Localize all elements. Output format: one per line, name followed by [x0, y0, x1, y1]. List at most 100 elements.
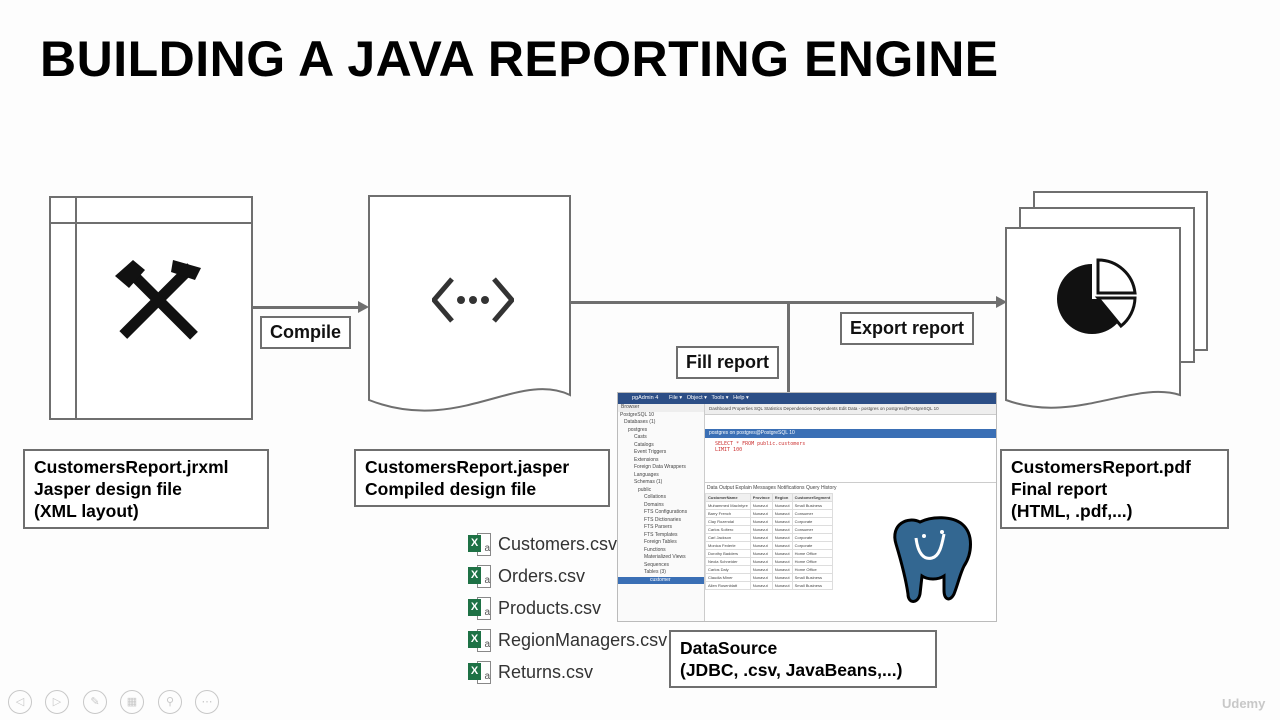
- pdf-formats: (HTML, .pdf,...): [1011, 501, 1133, 521]
- tree-item[interactable]: FTS Dictionaries: [644, 516, 681, 523]
- next-slide-icon[interactable]: ▷: [45, 690, 69, 714]
- tree-item[interactable]: FTS Parsers: [644, 524, 673, 530]
- tree-item[interactable]: Event Triggers: [634, 449, 667, 455]
- tree-item[interactable]: Catalogs: [634, 441, 654, 448]
- tree-item[interactable]: FTS Configurations: [644, 509, 688, 515]
- table-cell: Small Business: [791, 581, 834, 590]
- pgadmin-screenshot: pgAdmin 4 File ▾ Object ▾ Tools ▾ Help ▾…: [617, 392, 997, 622]
- table-cell: Small Business: [791, 573, 834, 582]
- table-cell: Nunavut: [749, 565, 773, 574]
- table-cell: Corporate: [791, 541, 834, 550]
- tree-item[interactable]: Collations: [644, 494, 666, 500]
- table-cell: Nunavut: [749, 581, 773, 590]
- table-cell: Dorothy Badders: [705, 549, 751, 558]
- table-cell: Nunavut: [771, 501, 793, 510]
- table-cell: Nunavut: [771, 541, 793, 550]
- table-cell: Nunavut: [771, 533, 793, 542]
- table-cell: Claudia Miner: [705, 573, 751, 582]
- column-header[interactable]: Region: [771, 493, 793, 502]
- zoom-icon[interactable]: ⚲: [158, 690, 182, 714]
- tree-item[interactable]: customer: [618, 576, 704, 584]
- table-cell: Home Office: [791, 557, 834, 566]
- table-cell: Neola Schneider: [705, 557, 751, 566]
- export-arrow-line: [570, 301, 998, 304]
- jrxml-format: (XML layout): [34, 501, 139, 521]
- tree-item[interactable]: Domains: [644, 501, 664, 508]
- jasper-filename: CustomersReport.jasper: [365, 457, 570, 477]
- table-cell: Nunavut: [749, 501, 773, 510]
- tree-item[interactable]: Languages: [634, 471, 659, 478]
- pgadmin-query-title: postgres on postgres@PostgreSQL 10: [705, 429, 996, 438]
- column-header[interactable]: CustomerName: [705, 493, 751, 502]
- column-header[interactable]: Province: [749, 493, 773, 502]
- pdf-filename: CustomersReport.pdf: [1011, 457, 1191, 477]
- previous-slide-icon[interactable]: ◁: [8, 690, 32, 714]
- jrxml-filename: CustomersReport.jrxml: [34, 457, 229, 477]
- table-cell: Nunavut: [771, 509, 793, 518]
- tree-item[interactable]: Schemas (1): [634, 479, 663, 485]
- more-options-icon[interactable]: ⋯: [195, 690, 219, 714]
- tree-item[interactable]: Extensions: [634, 456, 659, 463]
- slides-grid-icon[interactable]: ▦: [120, 690, 144, 714]
- tree-item[interactable]: Foreign Data Wrappers: [634, 464, 686, 470]
- jrxml-caption: CustomersReport.jrxml Jasper design file…: [23, 449, 269, 529]
- tree-item[interactable]: Foreign Tables: [644, 539, 677, 545]
- table-cell: Small Business: [791, 501, 834, 510]
- tree-item[interactable]: Functions: [644, 546, 666, 553]
- pie-chart-icon: [1057, 258, 1137, 334]
- table-cell: Nunavut: [749, 549, 773, 558]
- column-header[interactable]: CustomerSegment: [791, 493, 834, 502]
- datasource-caption: DataSource (JDBC, .csv, JavaBeans,...): [669, 630, 937, 688]
- tree-item[interactable]: postgres: [628, 426, 648, 433]
- tree-item[interactable]: Tables (3): [644, 569, 666, 575]
- table-cell: Carlos Daly: [705, 565, 751, 574]
- table-cell: Nunavut: [771, 557, 793, 566]
- table-cell: Carl Jackson: [705, 533, 751, 542]
- table-cell: Nunavut: [771, 525, 793, 534]
- compile-arrow-line: [249, 306, 361, 309]
- datasource-title: DataSource: [680, 638, 778, 658]
- jasper-caption: CustomersReport.jasper Compiled design f…: [354, 449, 610, 507]
- code-icon: [432, 277, 514, 323]
- table-cell: Carlos Soltero: [705, 525, 751, 534]
- fill-connector-line: [787, 301, 790, 393]
- udemy-watermark: Udemy: [1222, 696, 1266, 711]
- tree-item[interactable]: Materialized Views: [644, 554, 686, 560]
- tree-item[interactable]: PostgreSQL 10: [620, 411, 655, 418]
- page-title: BUILDING A JAVA REPORTING ENGINE: [40, 31, 999, 87]
- tree-item[interactable]: Casts: [634, 434, 647, 440]
- pgadmin-tabs: Dashboard Properties SQL Statistics Depe…: [705, 404, 996, 415]
- tree-item[interactable]: Sequences: [644, 561, 670, 568]
- table-cell: Home Office: [791, 549, 834, 558]
- table-cell: Nunavut: [749, 517, 773, 526]
- jrxml-type: Jasper design file: [34, 479, 182, 499]
- tree-item[interactable]: public: [638, 486, 652, 493]
- table-cell: Muhammed MacIntyre: [705, 501, 751, 510]
- pen-icon[interactable]: ✎: [83, 690, 107, 714]
- table-cell: Nunavut: [749, 533, 773, 542]
- jrxml-document: [49, 196, 253, 420]
- pdf-caption: CustomersReport.pdf Final report (HTML, …: [1000, 449, 1229, 529]
- tree-item[interactable]: Databases (1): [624, 419, 656, 425]
- tree-item[interactable]: FTS Templates: [644, 531, 678, 538]
